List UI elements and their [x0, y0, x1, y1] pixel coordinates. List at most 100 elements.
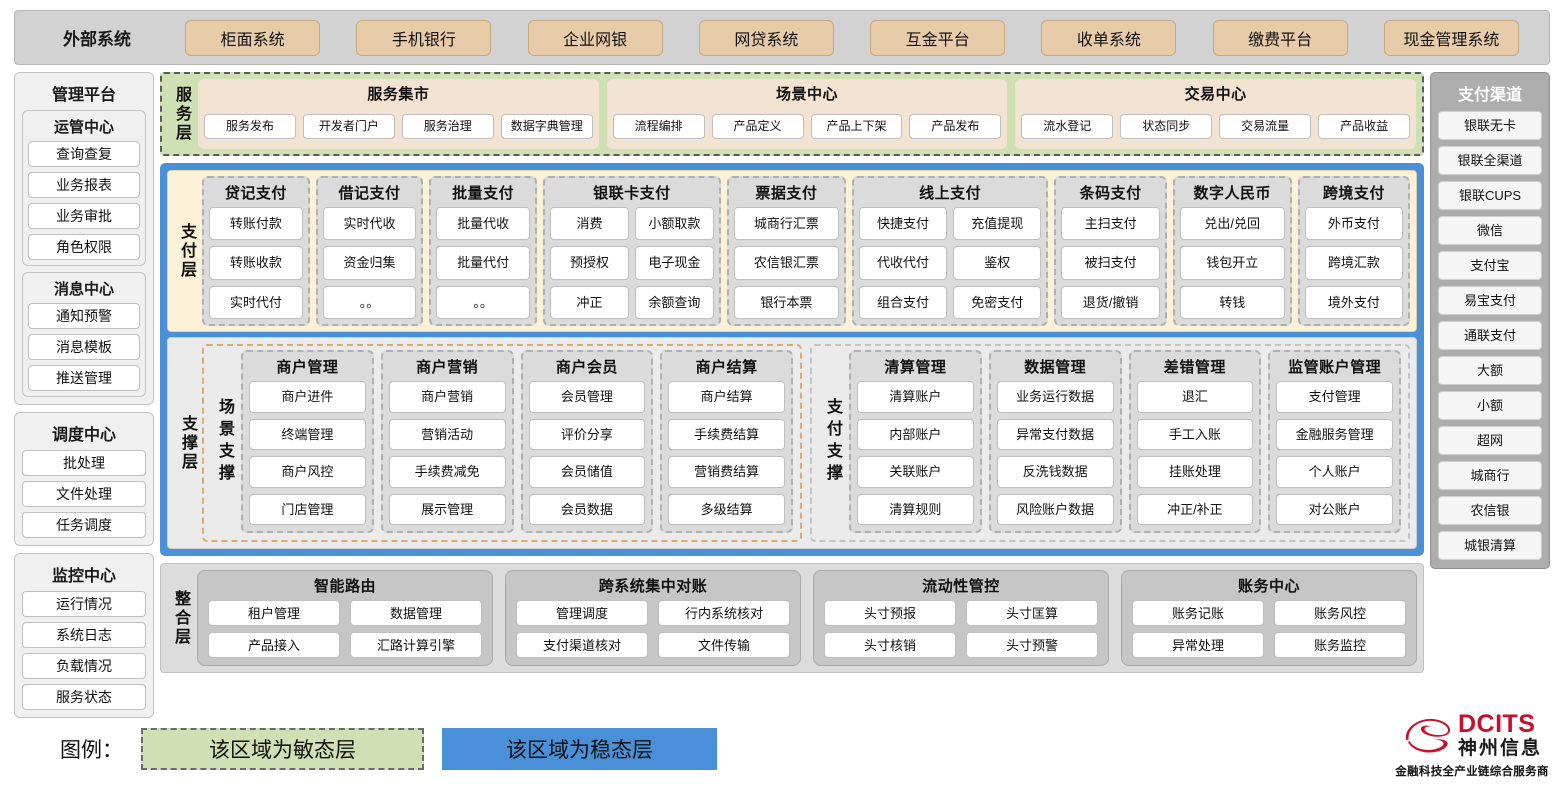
support-item[interactable]: 商户进件: [249, 381, 366, 413]
payment-item[interactable]: 实时代收: [322, 207, 417, 241]
payment-item[interactable]: 消费: [549, 207, 629, 241]
integration-item[interactable]: 头寸匡算: [966, 600, 1098, 626]
sidebar-item[interactable]: 文件处理: [22, 481, 146, 507]
payment-item[interactable]: 快捷支付: [858, 207, 948, 241]
integration-item[interactable]: 账务监控: [1274, 632, 1406, 658]
external-system-chip[interactable]: 互金平台: [870, 19, 1006, 56]
payment-channel-item[interactable]: 通联支付: [1438, 321, 1542, 350]
payment-item[interactable]: 冲正: [549, 285, 629, 319]
support-item[interactable]: 异常支付数据: [996, 418, 1114, 450]
service-item[interactable]: 开发者门户: [302, 113, 395, 139]
payment-channel-item[interactable]: 银联全渠道: [1438, 146, 1542, 175]
support-item[interactable]: 清算规则: [857, 493, 974, 525]
service-item[interactable]: 状态同步: [1120, 113, 1213, 139]
payment-item[interactable]: 批量代收: [436, 207, 530, 241]
support-item[interactable]: 手续费减免: [388, 456, 506, 488]
integration-item[interactable]: 头寸预警: [966, 632, 1098, 658]
support-item[interactable]: 多级结算: [668, 493, 785, 525]
payment-channel-item[interactable]: 银联CUPS: [1438, 181, 1542, 210]
support-item[interactable]: 商户营销: [388, 381, 506, 413]
support-item[interactable]: 冲正/补正: [1136, 493, 1254, 525]
sidebar-item[interactable]: 系统日志: [22, 622, 146, 648]
support-item[interactable]: 商户风控: [249, 456, 366, 488]
payment-item[interactable]: 余额查询: [634, 285, 714, 319]
support-item[interactable]: 内部账户: [857, 418, 974, 450]
payment-item[interactable]: 。。: [322, 285, 417, 319]
service-item[interactable]: 交易流量: [1219, 113, 1312, 139]
integration-item[interactable]: 租户管理: [208, 600, 340, 626]
support-item[interactable]: 关联账户: [857, 456, 974, 488]
service-item[interactable]: 数据字典管理: [500, 113, 593, 139]
support-item[interactable]: 个人账户: [1276, 456, 1393, 488]
payment-item[interactable]: 主扫支付: [1061, 207, 1160, 241]
service-item[interactable]: 产品上下架: [810, 113, 903, 139]
payment-item[interactable]: 充值提现: [953, 207, 1042, 241]
payment-channel-item[interactable]: 小额: [1438, 391, 1542, 420]
payment-channel-item[interactable]: 超网: [1438, 426, 1542, 455]
support-item[interactable]: 挂账处理: [1136, 456, 1254, 488]
support-item[interactable]: 会员管理: [528, 381, 646, 413]
support-item[interactable]: 退汇: [1136, 381, 1254, 413]
integration-item[interactable]: 头寸核销: [824, 632, 956, 658]
external-system-chip[interactable]: 缴费平台: [1212, 19, 1348, 56]
payment-channel-item[interactable]: 支付宝: [1438, 251, 1542, 280]
integration-item[interactable]: 账务风控: [1274, 600, 1406, 626]
service-item[interactable]: 产品收益: [1318, 113, 1411, 139]
support-item[interactable]: 风险账户数据: [996, 493, 1114, 525]
service-item[interactable]: 服务发布: [204, 113, 296, 139]
sidebar-item[interactable]: 消息模板: [28, 334, 140, 360]
payment-item[interactable]: 组合支付: [858, 285, 948, 319]
payment-item[interactable]: 转账付款: [209, 207, 303, 241]
support-item[interactable]: 清算账户: [857, 381, 974, 413]
external-system-chip[interactable]: 柜面系统: [185, 19, 321, 56]
support-item[interactable]: 门店管理: [249, 493, 366, 525]
payment-item[interactable]: 批量代付: [436, 246, 530, 280]
support-item[interactable]: 商户结算: [668, 381, 785, 413]
sidebar-item[interactable]: 业务报表: [28, 172, 140, 198]
integration-item[interactable]: 产品接入: [208, 632, 340, 658]
payment-item[interactable]: 代收代付: [858, 246, 948, 280]
support-item[interactable]: 手续费结算: [668, 418, 785, 450]
integration-item[interactable]: 异常处理: [1132, 632, 1264, 658]
sidebar-item[interactable]: 推送管理: [28, 365, 140, 391]
payment-item[interactable]: 小额取款: [634, 207, 714, 241]
integration-item[interactable]: 数据管理: [350, 600, 482, 626]
payment-item[interactable]: 银行本票: [733, 285, 839, 319]
payment-item[interactable]: 农信银汇票: [733, 246, 839, 280]
external-system-chip[interactable]: 手机银行: [356, 19, 492, 56]
external-system-chip[interactable]: 收单系统: [1041, 19, 1177, 56]
sidebar-item[interactable]: 查询查复: [28, 141, 140, 167]
integration-item[interactable]: 行内系统核对: [658, 600, 790, 626]
payment-channel-item[interactable]: 城银清算: [1438, 531, 1542, 560]
sidebar-item[interactable]: 运行情况: [22, 591, 146, 617]
external-system-chip[interactable]: 现金管理系统: [1383, 19, 1519, 56]
payment-item[interactable]: 。。: [436, 285, 530, 319]
support-item[interactable]: 反洗钱数据: [996, 456, 1114, 488]
service-item[interactable]: 流程编排: [612, 113, 705, 139]
sidebar-item[interactable]: 批处理: [22, 450, 146, 476]
payment-item[interactable]: 兑出/兑回: [1179, 207, 1285, 241]
payment-item[interactable]: 预授权: [549, 246, 629, 280]
support-item[interactable]: 手工入账: [1136, 418, 1254, 450]
payment-item[interactable]: 城商行汇票: [733, 207, 839, 241]
payment-item[interactable]: 免密支付: [953, 285, 1042, 319]
support-item[interactable]: 展示管理: [388, 493, 506, 525]
support-item[interactable]: 支付管理: [1276, 381, 1393, 413]
payment-item[interactable]: 鉴权: [953, 246, 1042, 280]
service-item[interactable]: 产品定义: [711, 113, 804, 139]
payment-item[interactable]: 境外支付: [1304, 285, 1404, 319]
sidebar-item[interactable]: 角色权限: [28, 234, 140, 260]
sidebar-item[interactable]: 服务状态: [22, 684, 146, 710]
payment-item[interactable]: 退货/撤销: [1061, 285, 1160, 319]
integration-item[interactable]: 头寸预报: [824, 600, 956, 626]
payment-item[interactable]: 被扫支付: [1061, 246, 1160, 280]
integration-item[interactable]: 文件传输: [658, 632, 790, 658]
support-item[interactable]: 金融服务管理: [1276, 418, 1393, 450]
integration-item[interactable]: 支付渠道核对: [516, 632, 648, 658]
integration-item[interactable]: 汇路计算引擎: [350, 632, 482, 658]
integration-item[interactable]: 管理调度: [516, 600, 648, 626]
support-item[interactable]: 评价分享: [528, 418, 646, 450]
payment-item[interactable]: 资金归集: [322, 246, 417, 280]
service-item[interactable]: 服务治理: [401, 113, 494, 139]
payment-item[interactable]: 转钱: [1179, 285, 1285, 319]
